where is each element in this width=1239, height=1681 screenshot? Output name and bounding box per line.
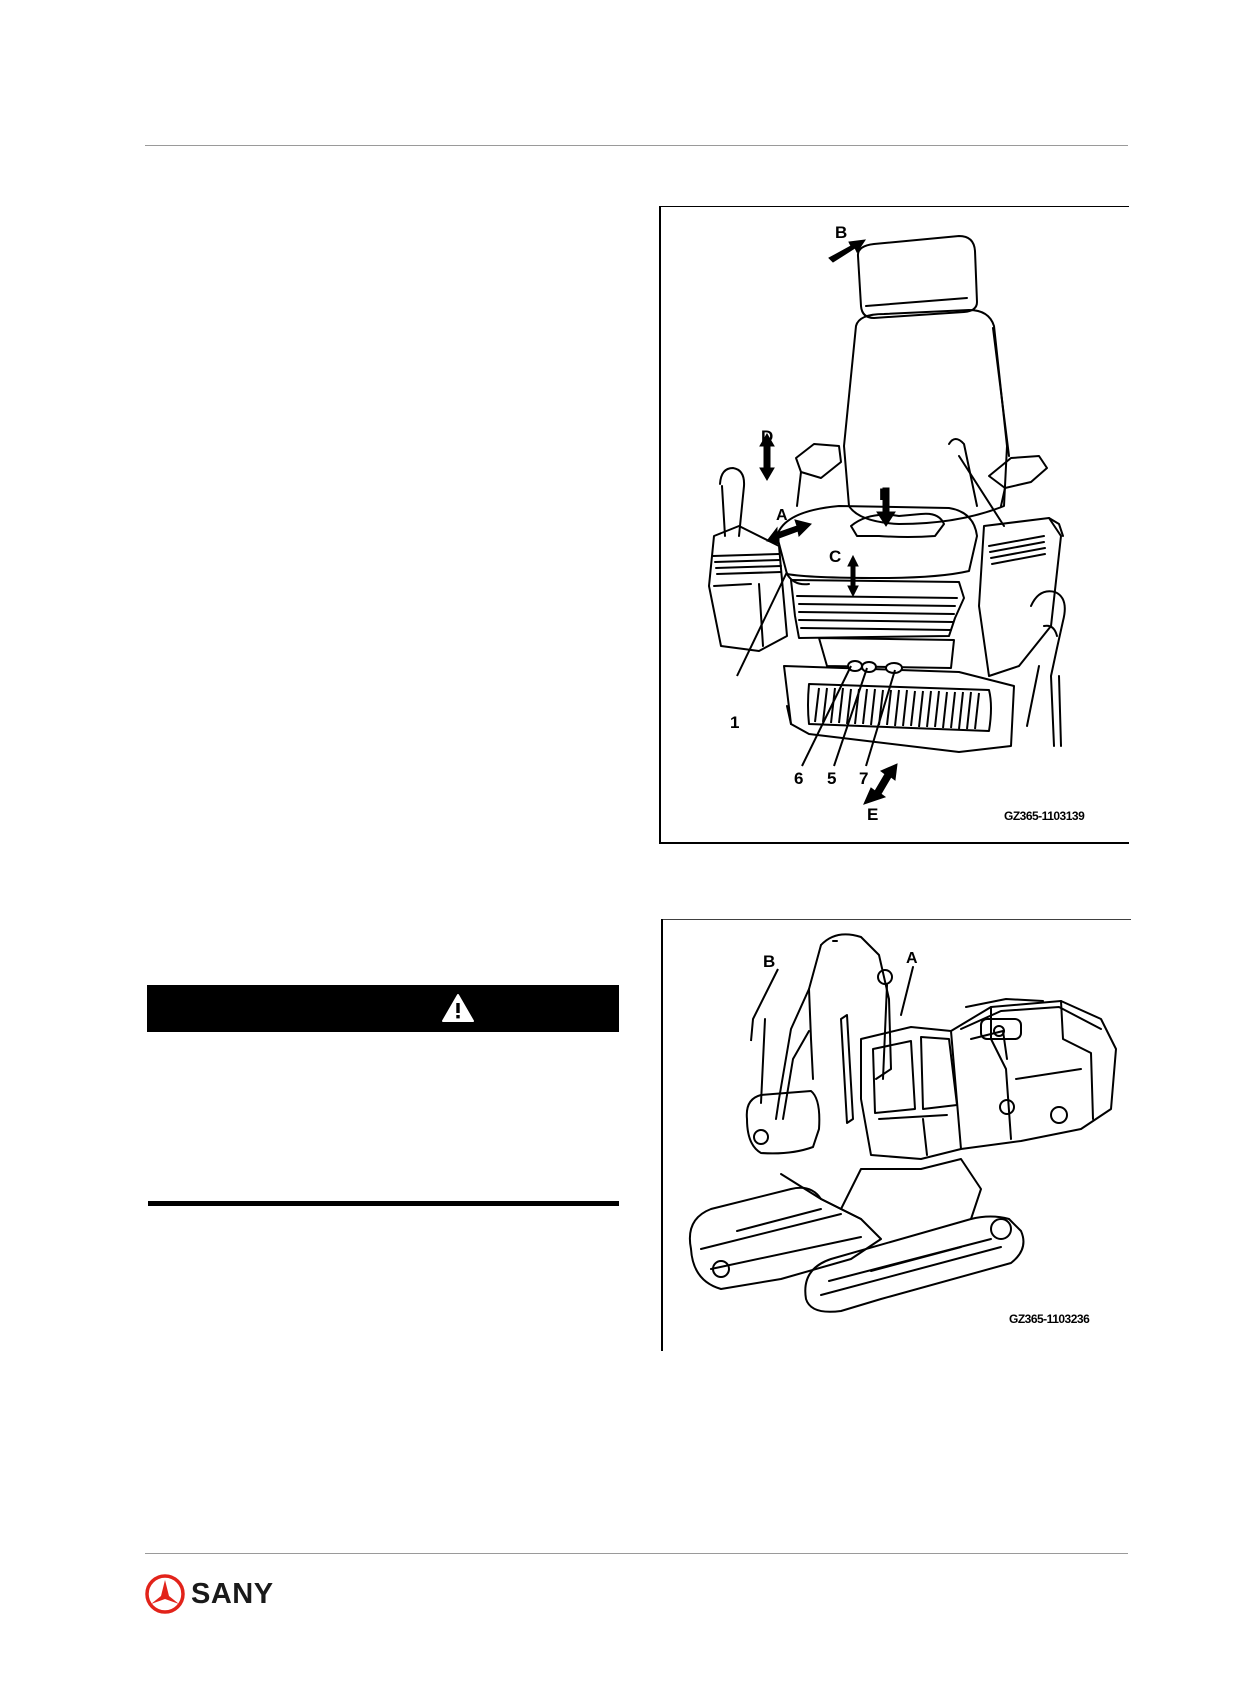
excavator-figure-code: GZ365-1103236	[1009, 1312, 1090, 1326]
excavator-label-b: B	[763, 952, 775, 971]
sany-emblem-icon	[145, 1574, 185, 1614]
seat-label-5: 5	[827, 769, 836, 788]
seat-label-e: E	[867, 805, 878, 824]
warning-triangle-icon	[442, 994, 474, 1022]
seat-label-c: C	[829, 547, 841, 566]
seat-label-f: F	[879, 485, 889, 504]
seat-label-d: D	[761, 427, 773, 446]
seat-label-6: 6	[794, 769, 803, 788]
header-rule	[145, 145, 1128, 146]
seat-figure-code: GZ365-1103139	[1004, 809, 1085, 823]
excavator-figure: B A GZ365-1103236	[661, 919, 1131, 1351]
warning-banner	[147, 985, 619, 1032]
seat-label-a: A	[776, 507, 788, 524]
seat-label-7: 7	[859, 769, 868, 788]
brand-name: SANY	[191, 1577, 274, 1610]
excavator-drawing: B A GZ365-1103236	[661, 919, 1131, 1351]
seat-label-b: B	[835, 223, 847, 242]
excavator-label-a: A	[906, 950, 918, 967]
sany-logo: SANY	[145, 1572, 274, 1616]
seat-adjustment-figure: B D A F C 1 6 5 7 E GZ365-1103139	[659, 206, 1129, 848]
warning-end-rule	[148, 1201, 619, 1206]
footer-rule	[145, 1553, 1128, 1554]
seat-label-1: 1	[730, 713, 739, 732]
seat-drawing: B D A F C 1 6 5 7 E GZ365-1103139	[659, 206, 1129, 844]
